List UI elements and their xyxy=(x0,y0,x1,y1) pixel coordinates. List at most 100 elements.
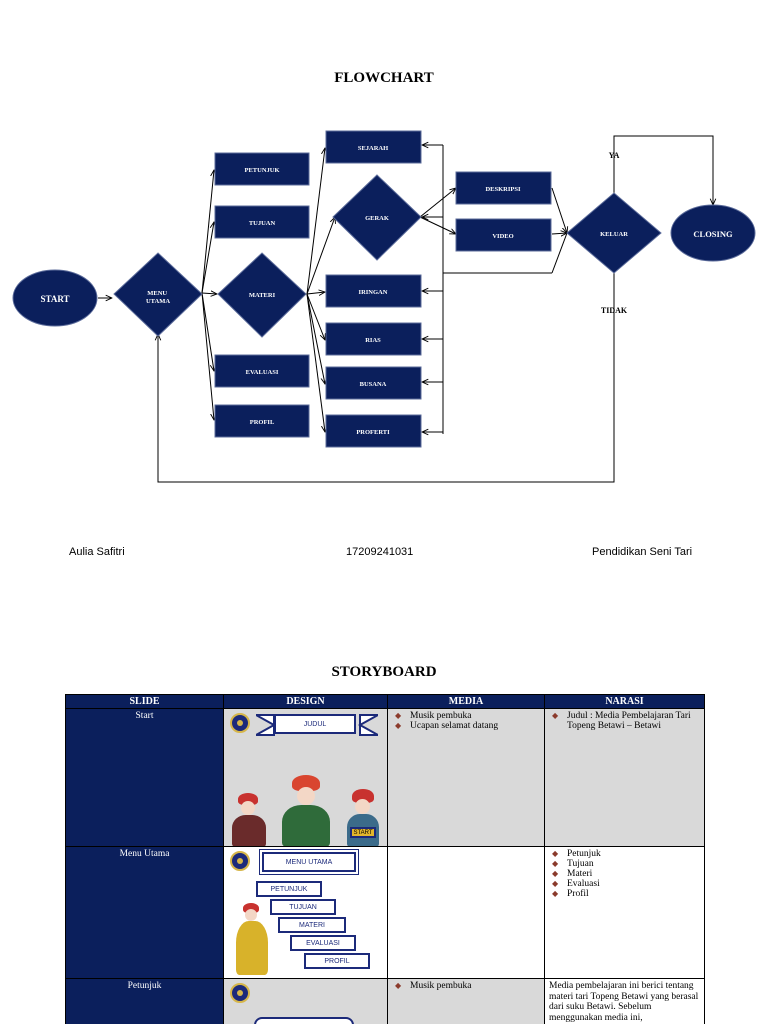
storyboard-table: SLIDE DESIGN MEDIA NARASI Start JUDUL xyxy=(65,694,705,1024)
node-busana xyxy=(325,366,422,400)
edge-menu-materi xyxy=(201,293,217,294)
university-logo-icon xyxy=(230,851,250,871)
label-start: START xyxy=(40,294,69,304)
narasi-cell: Judul : Media Pembelajaran Tari Topeng B… xyxy=(544,708,705,847)
design-cell-menu: MENU UTAMA PETUNJUK TUJUAN MATERI EVALUA… xyxy=(223,846,388,979)
slide-cell: Start xyxy=(65,708,224,847)
node-video xyxy=(455,218,552,252)
footer-program: Pendidikan Seni Tari xyxy=(592,546,693,558)
design-panel xyxy=(254,1017,354,1024)
narasi-cell: Media pembelajaran ini berici tentang ma… xyxy=(544,978,705,1024)
footer-nim: 17209241031 xyxy=(346,546,414,558)
table-row: Petunjuk Musik pembuka Media pembelajara… xyxy=(65,978,705,1024)
edge-materi-sejarah xyxy=(306,148,325,295)
banner-ribbon-icon xyxy=(256,714,378,736)
dancer-figure-icon xyxy=(230,793,270,846)
narasi-item: Petunjuk xyxy=(549,849,700,859)
narasi-item: Judul : Media Pembelajaran Tari Topeng B… xyxy=(549,711,700,731)
storyboard-title: STORYBOARD xyxy=(331,664,437,680)
label-iringan: IRINGAN xyxy=(359,289,388,296)
header-slide: SLIDE xyxy=(65,694,224,709)
label-ya: YA xyxy=(609,151,620,160)
edge-menu-petunjuk xyxy=(201,170,214,294)
label-properti: PROFERTI xyxy=(356,429,390,436)
flowchart-title: FLOWCHART xyxy=(334,70,434,86)
media-cell: Musik pembuka Ucapan selamat datang xyxy=(387,708,545,847)
node-sejarah xyxy=(325,130,422,164)
node-tujuan xyxy=(214,205,310,239)
media-item: Musik pembuka xyxy=(392,711,540,721)
node-iringan xyxy=(325,274,422,308)
slide-cell: Petunjuk xyxy=(65,978,224,1024)
dancer-figure-icon xyxy=(276,775,336,846)
dancer-figure-icon xyxy=(232,903,272,977)
label-rias: RIAS xyxy=(365,337,381,344)
node-menu-utama xyxy=(113,252,203,337)
node-start xyxy=(12,269,98,327)
table-header-row: SLIDE DESIGN MEDIA NARASI xyxy=(65,694,705,709)
label-closing: CLOSING xyxy=(693,229,733,239)
node-deskripsi xyxy=(455,171,552,205)
edge-menu-profil xyxy=(201,292,214,420)
label-evaluasi: EVALUASI xyxy=(246,369,279,376)
edge-gerak-deskripsi xyxy=(419,188,456,218)
header-narasi: NARASI xyxy=(544,694,705,709)
label-menu-utama-line2: UTAMA xyxy=(146,298,170,305)
media-item: Musik pembuka xyxy=(392,981,540,991)
label-materi: MATERI xyxy=(249,292,276,299)
node-properti xyxy=(325,414,422,448)
node-closing xyxy=(670,204,756,262)
flowchart-diagram: START MENU UTAMA PETUNJUK TUJUAN MATERI … xyxy=(12,130,756,483)
edge-materi-iringan xyxy=(306,292,325,294)
narasi-item: Profil xyxy=(549,889,700,899)
edge-materi-properti xyxy=(306,293,325,432)
node-materi xyxy=(217,252,307,338)
label-busana: BUSANA xyxy=(360,381,387,388)
edge-materi-busana xyxy=(306,293,325,384)
label-menu-utama: MENU UTAMA xyxy=(146,290,170,305)
label-deskripsi: DESKRIPSI xyxy=(485,186,521,193)
design-btn-profil: PROFIL xyxy=(304,953,370,969)
label-video: VIDEO xyxy=(492,233,513,240)
design-banner-menu-utama: MENU UTAMA xyxy=(262,852,356,872)
edge-materi-gerak xyxy=(306,217,335,295)
university-logo-icon xyxy=(230,983,250,1003)
label-profil: PROFIL xyxy=(250,419,275,426)
design-start-button: START xyxy=(350,827,376,838)
design-banner-judul: JUDUL xyxy=(274,714,356,734)
node-rias xyxy=(325,322,422,356)
design-btn-evaluasi: EVALUASI xyxy=(290,935,356,951)
node-petunjuk xyxy=(214,152,310,186)
slide-cell: Menu Utama xyxy=(65,846,224,979)
header-media: MEDIA xyxy=(387,694,545,709)
narasi-item: Materi xyxy=(549,869,700,879)
university-logo-icon xyxy=(230,713,250,733)
design-btn-tujuan: TUJUAN xyxy=(270,899,336,915)
narasi-cell: Petunjuk Tujuan Materi Evaluasi Profil xyxy=(544,846,705,979)
label-keluar: KELUAR xyxy=(600,231,628,238)
edge-deskripsi-keluar xyxy=(551,187,567,233)
edge-return-keluar xyxy=(551,232,568,274)
label-tujuan: TUJUAN xyxy=(249,220,276,227)
narasi-item: Evaluasi xyxy=(549,879,700,889)
label-sejarah: SEJARAH xyxy=(358,145,388,152)
media-cell xyxy=(387,846,545,979)
design-cell-petunjuk xyxy=(223,978,388,1024)
design-btn-materi: MATERI xyxy=(278,917,346,933)
node-gerak xyxy=(332,174,422,261)
node-profil xyxy=(214,404,310,438)
table-row: Start JUDUL xyxy=(65,708,705,847)
narasi-item: Tujuan xyxy=(549,859,700,869)
media-item: Ucapan selamat datang xyxy=(392,721,540,731)
label-tidak: TIDAK xyxy=(601,306,628,315)
label-petunjuk: PETUNJUK xyxy=(244,167,279,174)
label-gerak: GERAK xyxy=(365,215,389,222)
label-menu-utama-line1: MENU xyxy=(147,290,167,297)
design-cell-start: JUDUL START xyxy=(223,708,388,847)
table-row: Menu Utama MENU UTAMA PETUNJUK TUJUAN MA… xyxy=(65,846,705,979)
edge-menu-tujuan xyxy=(201,222,214,294)
edge-materi-rias xyxy=(306,293,325,340)
header-design: DESIGN xyxy=(223,694,388,709)
edge-keluar-menu xyxy=(158,273,615,483)
edge-menu-evaluasi xyxy=(201,292,214,371)
